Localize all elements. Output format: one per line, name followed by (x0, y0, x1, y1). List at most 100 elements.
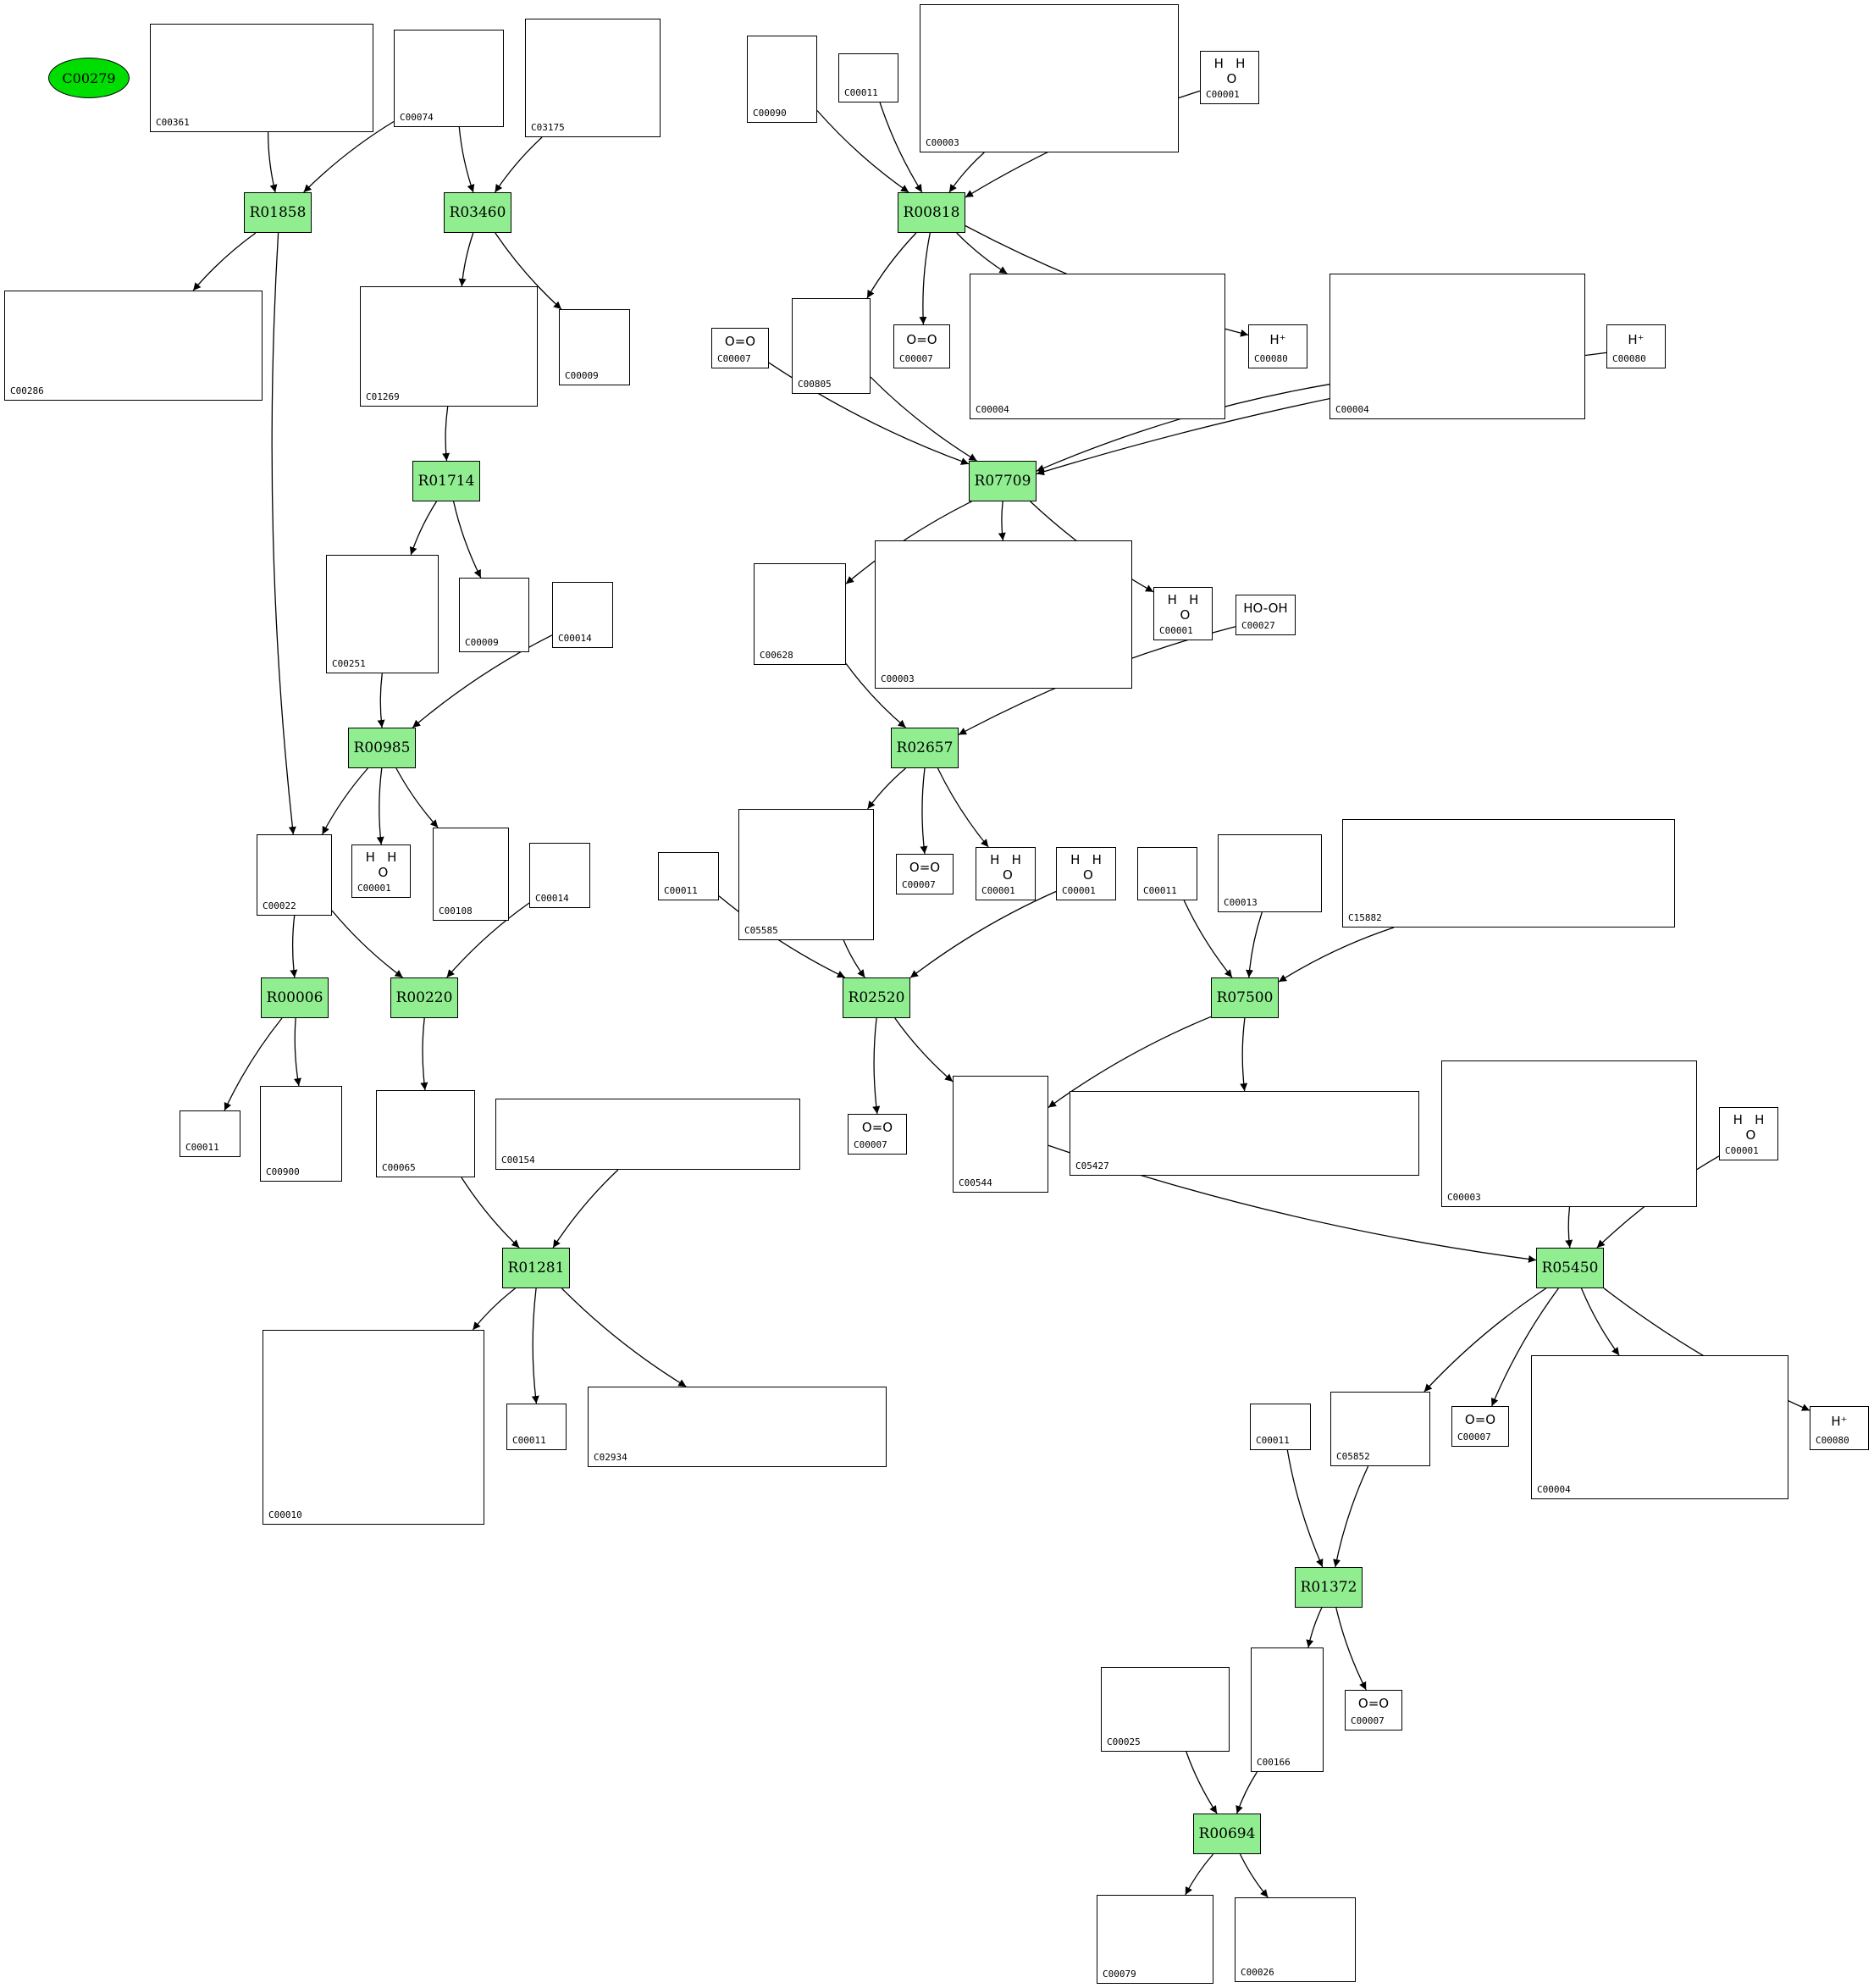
reaction-R01281[interactable]: R01281 (502, 1248, 570, 1288)
compound-id: C00011 (664, 885, 698, 896)
reaction-R01714[interactable]: R01714 (412, 461, 480, 501)
edge-c00361-R01858 (267, 131, 278, 193)
compound-C00805[interactable]: C00805 (792, 298, 871, 394)
structure: H⁺ (1831, 1414, 1848, 1430)
compound-id: C00007 (1457, 1431, 1491, 1443)
compound-C00544[interactable]: C00544 (953, 1076, 1048, 1193)
compound-C00025[interactable]: C00025 (1101, 1667, 1230, 1752)
compound-C00013[interactable]: C00013 (1218, 834, 1322, 912)
compound-C00011[interactable]: C00011 (180, 1110, 240, 1157)
compound-C00004[interactable]: C00004 (1531, 1355, 1788, 1499)
edge-c00628-R02657 (845, 663, 907, 728)
structure (1256, 1409, 1305, 1432)
compound-C02934[interactable]: C02934 (588, 1387, 887, 1467)
compound-id: C00026 (1241, 1967, 1274, 1978)
edge-R01858-c00286 (192, 232, 257, 291)
reaction-R02520[interactable]: R02520 (843, 977, 910, 1018)
start-node[interactable]: C00279 (48, 58, 130, 98)
compound-id: C05427 (1075, 1160, 1109, 1171)
compound-C00900[interactable]: C00900 (260, 1086, 342, 1182)
compound-C00022[interactable]: C00022 (257, 834, 332, 916)
reaction-R00006[interactable]: R00006 (261, 977, 329, 1018)
reaction-R02657[interactable]: R02657 (891, 728, 959, 768)
structure: H⁺ (1628, 332, 1645, 348)
compound-C03175[interactable]: C03175 (525, 19, 661, 137)
edge-R00818-c00007a (919, 232, 931, 325)
edge-c00805-R07709 (870, 376, 977, 462)
compound-C00090[interactable]: C00090 (747, 36, 817, 123)
compound-C00628[interactable]: C00628 (754, 563, 846, 665)
compound-C00003[interactable]: C00003 (1441, 1060, 1697, 1207)
reaction-R00818[interactable]: R00818 (898, 192, 965, 233)
compound-C00166[interactable]: C00166 (1251, 1647, 1324, 1772)
compound-C00011[interactable]: C00011 (838, 53, 898, 102)
reaction-R00694[interactable]: R00694 (1193, 1814, 1261, 1854)
compound-C00009[interactable]: C00009 (459, 578, 529, 652)
structure (664, 858, 713, 883)
reaction-R01858[interactable]: R01858 (244, 192, 312, 233)
compound-C00251[interactable]: C00251 (326, 555, 439, 673)
compound-C00011[interactable]: C00011 (1250, 1404, 1311, 1450)
structure (501, 1105, 794, 1152)
compound-C00009[interactable]: C00009 (559, 309, 630, 385)
compound-C00011[interactable]: C00011 (1137, 847, 1197, 900)
compound-C00004[interactable]: C00004 (970, 274, 1225, 419)
edge-c00025-R00694 (1186, 1751, 1218, 1814)
compound-C00003[interactable]: C00003 (875, 540, 1132, 689)
compound-C05585[interactable]: C05585 (738, 809, 874, 940)
edge-R00006-c00011d (224, 1017, 283, 1111)
compound-C00080[interactable]: H⁺C00080 (1810, 1406, 1869, 1450)
compound-C00014[interactable]: C00014 (529, 843, 590, 908)
compound-C00010[interactable]: C00010 (263, 1330, 484, 1525)
compound-C00079[interactable]: C00079 (1097, 1895, 1213, 1984)
reaction-R03460[interactable]: R03460 (444, 192, 511, 233)
compound-C00004[interactable]: C00004 (1329, 274, 1585, 419)
structure (156, 30, 368, 114)
compound-C00074[interactable]: C00074 (394, 30, 504, 127)
compound-C05427[interactable]: C05427 (1070, 1091, 1419, 1176)
compound-C00108[interactable]: C00108 (433, 828, 509, 921)
compound-C00011[interactable]: C00011 (658, 852, 719, 900)
edge-R02520-c00544 (894, 1017, 954, 1083)
edge-R01714-c00251 (409, 501, 438, 556)
compound-C00080[interactable]: H⁺C00080 (1606, 324, 1666, 368)
reaction-R01372[interactable]: R01372 (1295, 1567, 1363, 1608)
compound-C00065[interactable]: C00065 (376, 1090, 475, 1177)
reaction-R05450[interactable]: R05450 (1536, 1248, 1604, 1288)
compound-C01269[interactable]: C01269 (360, 286, 538, 407)
structure: HO-OH (1243, 601, 1288, 617)
reaction-R07709[interactable]: R07709 (969, 461, 1037, 501)
compound-C00011[interactable]: C00011 (506, 1404, 567, 1450)
compound-C00154[interactable]: C00154 (495, 1099, 800, 1170)
compound-C00286[interactable]: C00286 (4, 291, 263, 401)
compound-C00014[interactable]: C00014 (552, 582, 613, 648)
compound-id: C00004 (1335, 404, 1369, 415)
reaction-R00985[interactable]: R00985 (348, 728, 416, 768)
edge-c00001e-R02520 (909, 890, 1057, 978)
compound-id: C00001 (1062, 885, 1096, 896)
compound-C00026[interactable]: C00026 (1235, 1897, 1356, 1982)
reaction-R00220[interactable]: R00220 (390, 977, 458, 1018)
reaction-R07500[interactable]: R07500 (1211, 977, 1279, 1018)
compound-C05852[interactable]: C05852 (1330, 1392, 1430, 1466)
edge-c00074-R01858 (303, 120, 395, 193)
edge-R02657-c05585 (867, 767, 906, 810)
compound-C00080[interactable]: H⁺C00080 (1248, 324, 1307, 368)
compound-C00003[interactable]: C00003 (920, 4, 1179, 152)
compound-C15882[interactable]: C15882 (1342, 819, 1675, 928)
compound-id: C00003 (881, 673, 915, 684)
compound-C00361[interactable]: C00361 (150, 24, 373, 132)
